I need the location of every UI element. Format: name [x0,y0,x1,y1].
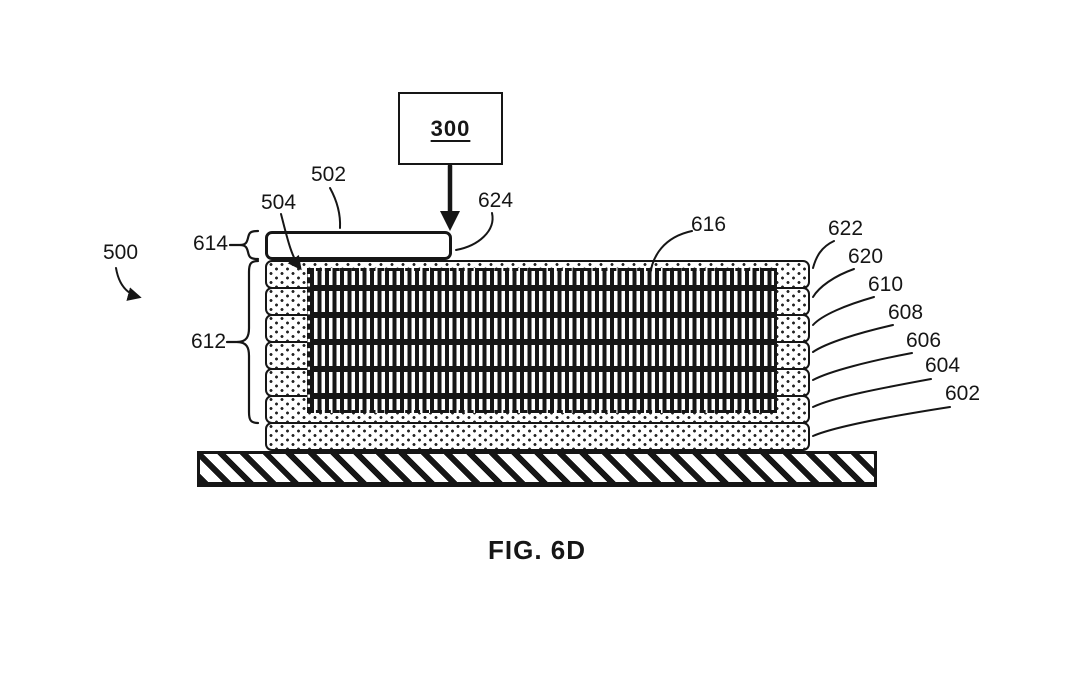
printhead-box: 300 [398,92,503,165]
leader-624 [455,212,494,251]
label-layer-620: 620 [848,245,884,268]
leader-606 [812,352,913,381]
printhead-label: 300 [430,115,471,141]
label-layer-610: 610 [868,273,904,296]
deposit-arrowhead [440,211,460,231]
infill-region-616 [307,268,777,413]
layer-boundary-line [310,393,774,399]
label-layer-604: 604 [925,354,961,377]
layer-boundary-line [310,312,774,318]
leader-502 [329,187,342,229]
label-region-edge-504: 504 [261,191,297,214]
layer-boundary-line [310,339,774,345]
label-layer-606: 606 [906,329,942,352]
leader-622 [812,240,835,269]
figure-caption: FIG. 6D [487,535,587,565]
label-layer-622: 622 [828,217,864,240]
label-cap-layer-502: 502 [311,163,347,186]
leader-608 [812,324,894,353]
label-brace-614: 614 [193,232,229,255]
layer-boundary-line [310,366,774,372]
layer-boundary-line [310,285,774,291]
label-deposit-624: 624 [478,189,514,212]
leader-602 [812,406,951,437]
build-platform [197,451,877,487]
brace-612 [236,259,260,425]
leader-620 [812,268,855,298]
label-infill-616: 616 [691,213,727,236]
label-layer-608: 608 [888,301,924,324]
cap-layer-502 [265,231,452,260]
leader-610 [812,296,875,326]
stack-layer-602 [265,422,810,451]
label-layer-602: 602 [945,382,981,405]
brace-614 [239,229,260,261]
leader-604 [812,378,932,408]
label-assembly-500: 500 [103,241,139,264]
label-brace-612: 612 [191,330,227,353]
assembly-arrow-500 [115,267,142,301]
